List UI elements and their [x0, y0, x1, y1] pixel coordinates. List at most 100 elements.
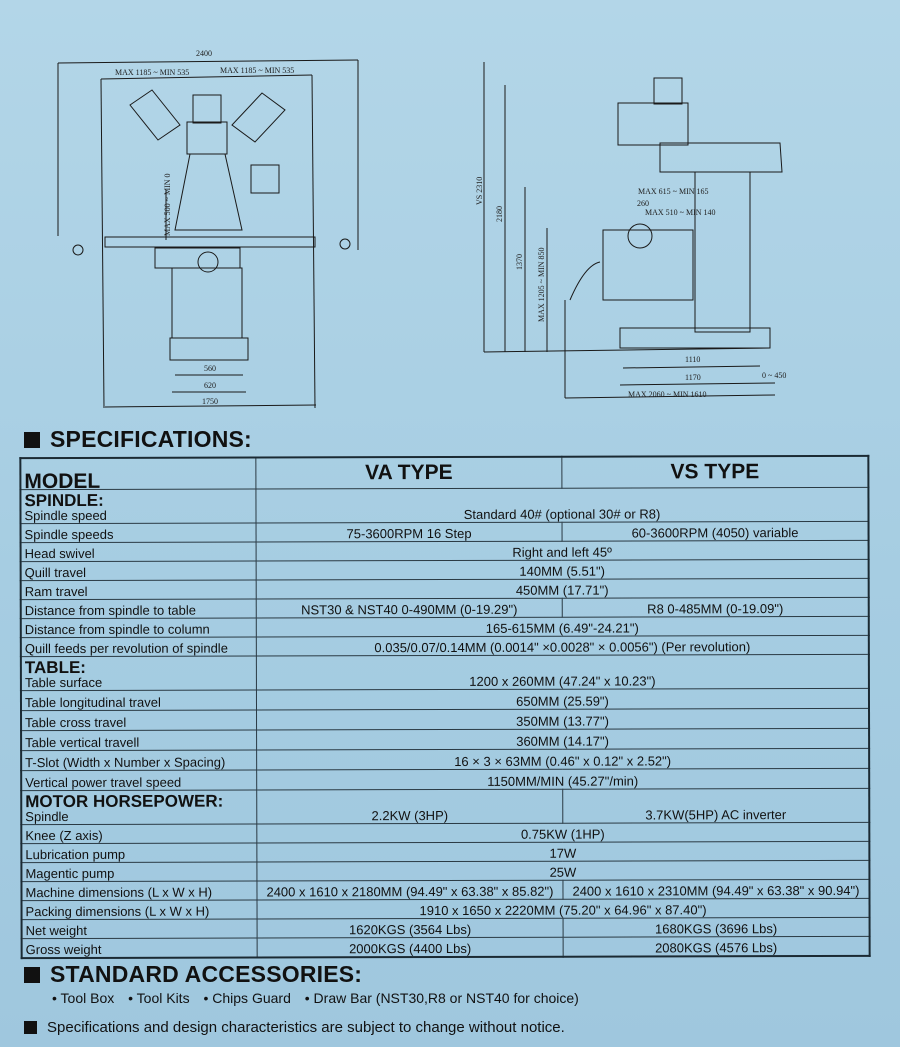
- table-row: Packing dimensions (L x W x H)1910 x 165…: [21, 898, 870, 920]
- accessories-list: • Tool Box • Tool Kits • Chips Guard • D…: [52, 990, 589, 1006]
- row-label-cell: Vertical power travel speed: [21, 769, 257, 791]
- row-label: Knee (Z axis): [25, 827, 103, 844]
- row-label: Table vertical travell: [25, 734, 140, 751]
- section-title: SPINDLE:: [24, 490, 104, 511]
- value-cell-both: 25W: [256, 860, 870, 881]
- square-bullet-icon: [24, 966, 40, 983]
- row-label-cell: Gross weight: [21, 937, 258, 958]
- accessory-item: • Tool Box: [52, 990, 115, 1006]
- square-bullet-icon: [24, 1021, 37, 1034]
- table-row: Table longitudinal travel 650MM (25.59"): [20, 688, 870, 711]
- notice: Specifications and design characteristic…: [24, 1019, 565, 1036]
- dim-ram: MAX 615 ~ MIN 165: [638, 187, 709, 196]
- model-header: MODEL: [20, 457, 256, 493]
- vs-type-header: VS TYPE: [561, 455, 869, 489]
- accessory-item: • Draw Bar (NST30,R8 or NST40 for choice…: [304, 990, 579, 1006]
- row-label-cell: Ram travel: [20, 579, 257, 600]
- row-label-cell: Net weight: [21, 918, 258, 939]
- row-label-cell: Table cross travel: [21, 709, 257, 731]
- value-cell-both: 17W: [256, 841, 870, 862]
- value-cell-vs: 1680KGS (3696 Lbs): [563, 917, 870, 938]
- table-row: Gross weight 2000KGS (4400 Lbs)2080KGS (4…: [21, 936, 870, 958]
- dim-vertical-travel: MAX 500 ~ MIN 0: [163, 173, 172, 236]
- row-label-cell: Magentic pump: [21, 861, 257, 882]
- dim-table-height: 1370: [515, 254, 524, 270]
- value-cell-both: 350MM (13.77"): [256, 708, 870, 730]
- square-bullet-icon: [24, 431, 40, 448]
- value-cell-vs: 2080KGS (4576 Lbs): [563, 936, 870, 957]
- value-cell-vs: R8 0-485MM (0-19.09"): [562, 597, 869, 618]
- value-cell-both: 1150MM/MIN (45.27"/min): [256, 768, 870, 790]
- row-label-cell: Quill travel: [20, 560, 257, 581]
- table-row: Distance from spindle to column 165-615MM…: [20, 616, 869, 638]
- section-title: TABLE:: [24, 657, 86, 678]
- side-view-drawing: [483, 62, 783, 399]
- row-label: Machine dimensions (L x W x H): [25, 884, 213, 901]
- accessory-item: • Tool Kits: [128, 990, 190, 1006]
- specifications-heading: SPECIFICATIONS:: [24, 426, 252, 453]
- row-label: Magentic pump: [25, 865, 115, 882]
- value-cell-both: 140MM (5.51"): [256, 559, 869, 580]
- section-title: MOTOR HORSEPOWER:: [25, 791, 224, 812]
- row-label-cell: Head swivel: [20, 541, 257, 562]
- accessory-item: • Chips Guard: [203, 990, 291, 1006]
- row-label: Spindle: [25, 808, 69, 825]
- value-cell-both: 650MM (25.59"): [256, 688, 870, 710]
- dim-right-travel: MAX 1185 ~ MIN 535: [220, 66, 294, 75]
- row-label: Distance from spindle to table: [24, 602, 197, 619]
- row-label: Spindle speed: [24, 507, 107, 524]
- row-label-cell: Quill feeds per revolution of spindle: [20, 636, 257, 657]
- table-row: Machine dimensions (L x W x H) 2400 x 161…: [21, 879, 870, 901]
- row-label: Vertical power travel speed: [25, 774, 182, 791]
- table-row: T-Slot (Width x Number x Spacing) 16 × 3 …: [21, 748, 870, 771]
- row-label-cell: Spindle speeds: [20, 522, 257, 543]
- va-type-header: VA TYPE: [255, 456, 562, 489]
- row-label: Packing dimensions (L x W x H): [25, 903, 210, 920]
- row-label-cell: Table vertical travell: [21, 729, 257, 751]
- row-label: Head swivel: [24, 545, 95, 562]
- dim-overall-depth: MAX 2060 ~ MIN 1610: [628, 390, 707, 399]
- value-cell-vs: 3.7KW(5HP) AC inverter: [562, 788, 870, 824]
- dim-base-outer: 620: [204, 381, 216, 390]
- notice-text: Specifications and design characteristic…: [47, 1019, 565, 1036]
- value-cell-va: 75-3600RPM 16 Step: [256, 522, 563, 542]
- row-label-cell: Table longitudinal travel: [20, 689, 257, 711]
- row-label-cell: Machine dimensions (L x W x H): [21, 880, 258, 901]
- row-label-cell: Lubrication pump: [21, 842, 257, 863]
- dim-base-inner: 560: [204, 364, 216, 373]
- dim-overall-width: 2400: [196, 49, 212, 58]
- row-label: Gross weight: [25, 941, 102, 957]
- machine-drawings: 2400 MAX 1185 ~ MIN 535 MAX 1185 ~ MIN 5…: [0, 0, 900, 420]
- row-label: T-Slot (Width x Number x Spacing): [25, 754, 226, 771]
- value-cell-both: 450MM (17.71"): [256, 578, 869, 599]
- value-cell-va: 2400 x 1610 x 2180MM (94.49" x 63.38" x …: [256, 880, 563, 900]
- row-label: Net weight: [25, 922, 88, 939]
- value-cell-va: 2000KGS (4400 Lbs): [257, 937, 564, 957]
- row-label: Table longitudinal travel: [24, 694, 161, 711]
- table-row: Quill travel 140MM (5.51"): [20, 559, 869, 581]
- value-cell-va: 2.2KW (3HP): [256, 789, 563, 824]
- dim-knee: MAX 1205 ~ MIN 850: [537, 247, 546, 322]
- dim-offset: 0 ~ 450: [762, 371, 786, 380]
- value-cell-both: 16 × 3 × 63MM (0.46" x 0.12" x 2.52"): [256, 748, 870, 770]
- dim-footprint: 1750: [202, 397, 218, 406]
- dim-left-travel: MAX 1185 ~ MIN 535: [115, 68, 189, 77]
- dim-head: 260: [637, 199, 649, 208]
- dim-base-depth: 1110: [685, 355, 700, 364]
- table-row: Magentic pump 25W: [21, 860, 870, 882]
- value-cell-vs: 60-3600RPM (4050) variable: [562, 521, 869, 542]
- front-view-drawing: [57, 59, 359, 409]
- row-label: Quill travel: [24, 564, 87, 581]
- value-cell-both: 165-615MM (6.49"-24.21"): [256, 616, 869, 637]
- row-label: Spindle speeds: [24, 526, 114, 543]
- value-cell-vs: 2400 x 1610 x 2310MM (94.49" x 63.38" x …: [562, 879, 870, 900]
- value-cell-both: 0.035/0.07/0.14MM (0.0014" ×0.0028" × 0.…: [256, 635, 869, 656]
- row-label: Distance from spindle to column: [24, 621, 210, 638]
- specifications-title: SPECIFICATIONS:: [50, 426, 252, 452]
- row-label-cell: Distance from spindle to column: [20, 617, 257, 638]
